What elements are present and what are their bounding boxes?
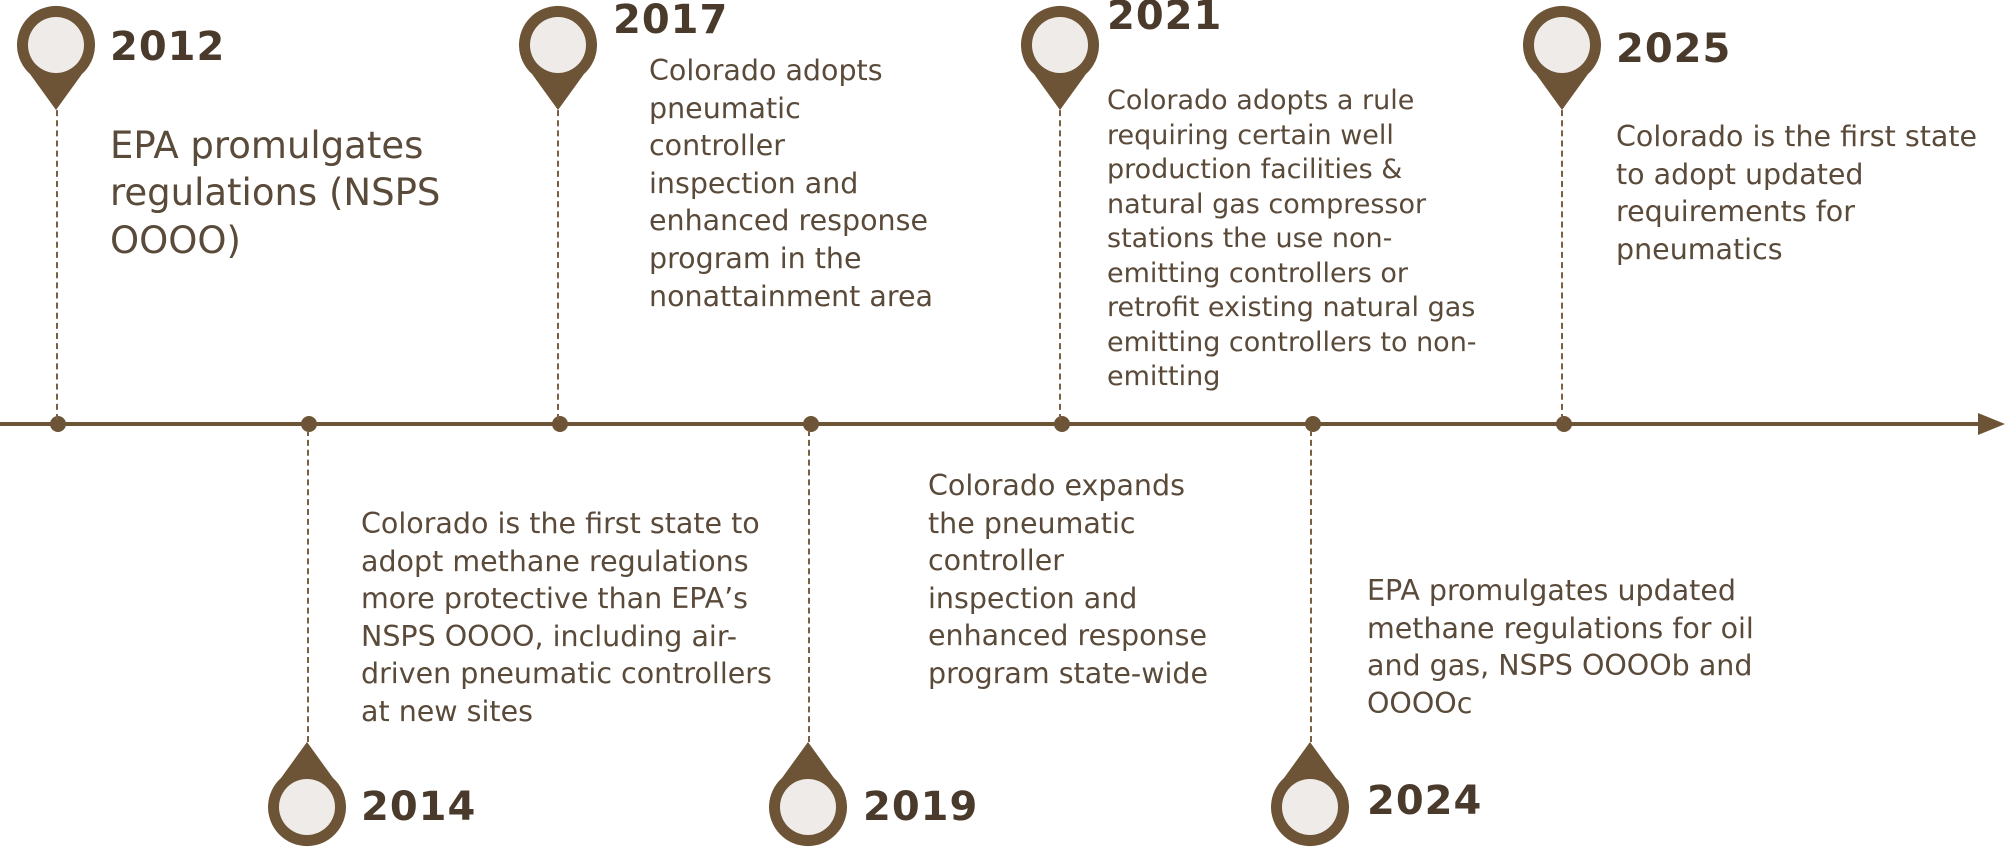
connector-2025 <box>1561 100 1563 420</box>
timeline-dot-2014 <box>301 416 317 432</box>
timeline-dot-2012 <box>50 416 66 432</box>
event-text-2021: Colorado adopts a rule requiring certain… <box>1107 85 1477 393</box>
map-pin-icon-2021 <box>1021 5 1099 110</box>
connector-2024 <box>1310 430 1312 742</box>
map-pin-icon-2019 <box>769 742 847 847</box>
year-label-2014: 2014 <box>361 784 477 830</box>
year-label-2017: 2017 <box>613 0 729 43</box>
timeline-arrow-icon <box>1978 413 2005 435</box>
timeline-dot-2019 <box>803 416 819 432</box>
timeline-dot-2024 <box>1305 416 1321 432</box>
timeline-dot-2025 <box>1556 416 1572 432</box>
year-label-2025: 2025 <box>1616 26 1732 72</box>
year-label-2019: 2019 <box>863 784 979 830</box>
map-pin-icon-2017 <box>519 5 597 110</box>
event-text-2012: EPA promulgates regulations (NSPS OOOO) <box>110 124 441 262</box>
map-pin-icon-2024 <box>1271 742 1349 847</box>
map-pin-icon-2012 <box>17 5 96 110</box>
year-label-2021: 2021 <box>1107 0 1223 39</box>
connector-2014 <box>307 430 309 742</box>
timeline-dot-2017 <box>552 416 568 432</box>
event-text-2025: Colorado is the first state to adopt upd… <box>1616 120 1978 266</box>
year-label-2024: 2024 <box>1367 778 1483 824</box>
event-text-2017: Colorado adopts pneumatic controller ins… <box>649 54 933 313</box>
connector-2012 <box>56 100 58 420</box>
event-text-2019: Colorado expands the pneumatic controlle… <box>928 469 1209 691</box>
timeline-dot-2021 <box>1054 416 1070 432</box>
connector-2017 <box>557 100 559 420</box>
map-pin-icon-2014 <box>268 742 346 847</box>
map-pin-icon-2025 <box>1523 5 1601 110</box>
year-label-2012: 2012 <box>110 24 226 70</box>
connector-2019 <box>808 430 810 742</box>
event-text-2024: EPA promulgates updated methane regulati… <box>1367 574 1754 720</box>
connector-2021 <box>1059 100 1061 420</box>
event-text-2014: Colorado is the first state to adopt met… <box>361 507 772 729</box>
timeline-axis <box>0 422 1980 426</box>
